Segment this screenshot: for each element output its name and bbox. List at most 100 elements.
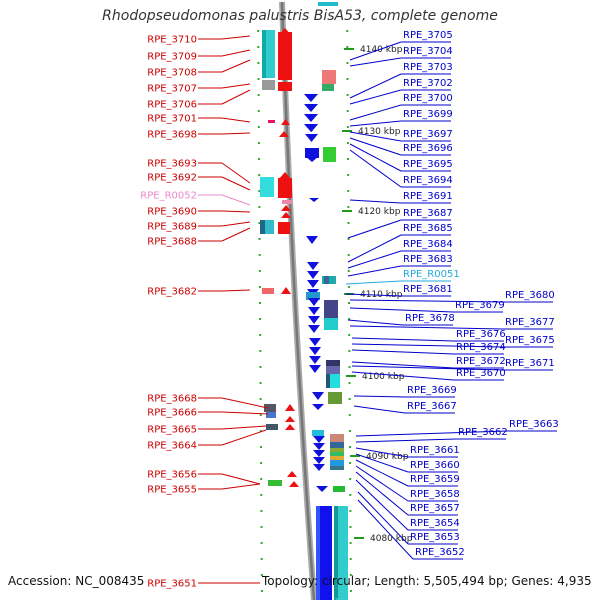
scale-tick-right — [346, 30, 349, 32]
gene-block — [268, 120, 275, 123]
gene-block — [330, 448, 344, 452]
leader-line — [349, 104, 402, 121]
gene-arrow-down — [304, 104, 318, 112]
scale-tick-right — [347, 222, 350, 224]
gene-arrow-down — [307, 271, 319, 279]
scale-tick-left — [260, 462, 263, 464]
gene-arrow-down — [308, 298, 320, 306]
scale-tick-right — [349, 510, 352, 512]
gene-label-right: RPE_3652 — [415, 547, 465, 558]
scale-tick-right — [347, 190, 350, 192]
gene-arrow-up — [278, 56, 292, 66]
scale-label: 4090 kbp — [366, 452, 409, 462]
gene-block — [333, 486, 345, 492]
gene-block — [312, 430, 324, 436]
gene-label-right: RPE_3659 — [410, 474, 460, 485]
scale-tick-left — [258, 254, 261, 256]
scale-tick-left — [260, 494, 263, 496]
genome-title: Rhodopseudomonas palustris BisA53, compl… — [102, 8, 498, 24]
gene-arrow-down — [316, 486, 328, 492]
gene-arrow-down — [309, 356, 321, 364]
gene-label-right: RPE_3699 — [403, 109, 453, 120]
leader-line — [355, 430, 508, 437]
leader-line — [351, 361, 455, 369]
gene-block — [330, 442, 344, 448]
gene-arrow-down — [309, 347, 321, 355]
gene-block — [278, 222, 290, 234]
leader-line — [221, 89, 251, 105]
gene-arrow-down — [313, 450, 325, 457]
gene-arrow-down — [308, 307, 320, 315]
leader-line — [355, 465, 409, 502]
gene-block — [322, 84, 334, 91]
leader-line — [221, 194, 251, 206]
scale-tick-left — [260, 542, 263, 544]
gene-arrow-down — [313, 436, 325, 443]
accession-text: Accession: NC_008435 — [8, 574, 145, 588]
leader-line — [221, 221, 251, 227]
gene-arrow-down — [313, 443, 325, 450]
gene-block — [262, 288, 274, 294]
scale-tick-right — [349, 494, 352, 496]
gene-arrow-down — [309, 198, 319, 202]
gene-label-right: RPE_3678 — [405, 313, 455, 324]
gene-block — [330, 466, 344, 470]
gene-block-shade — [334, 506, 338, 600]
scale-tick-right — [349, 590, 352, 592]
gene-label-right: RPE_3669 — [407, 385, 457, 396]
gene-label-right: RPE_3674 — [456, 342, 506, 353]
leader-line — [351, 343, 504, 348]
gene-arrow-down — [306, 236, 318, 244]
gene-label-left: RPE_3688 — [147, 237, 197, 248]
gene-label-right: RPE_3696 — [403, 143, 453, 154]
scale-label: 4080 kbp — [370, 534, 413, 544]
scale-tick-left — [258, 206, 261, 208]
scale-tick-left — [257, 62, 260, 64]
scale-tick-right — [346, 78, 349, 80]
gene-label-right: RPE_3660 — [410, 460, 460, 471]
gene-block-shade — [324, 276, 329, 284]
gene-arrow-up — [278, 42, 292, 50]
scale-tick-right — [348, 398, 351, 400]
gene-arrow-down — [308, 316, 320, 324]
leader-line — [355, 438, 457, 443]
scale-tick-right — [348, 350, 351, 352]
gene-label-left: RPE_3689 — [147, 222, 197, 233]
leader-line — [221, 210, 251, 213]
gene-label-right: RPE_3653 — [410, 532, 460, 543]
scale-tick-left — [257, 94, 260, 96]
gene-arrow-up — [285, 424, 295, 430]
scale-tick-left — [259, 398, 262, 400]
leader-line — [355, 479, 409, 531]
leader-line — [221, 83, 251, 89]
gene-arrow-up — [285, 416, 295, 422]
gene-block-shade — [316, 506, 320, 600]
gene-block — [318, 2, 338, 6]
gene-arrow-down — [312, 404, 324, 410]
gene-label-right: RPE_R0051 — [403, 269, 460, 280]
scale-tick-left — [259, 430, 262, 432]
gene-label-left: RPE_R0052 — [140, 191, 197, 202]
gene-arrow-down — [308, 325, 320, 333]
scale-tick-left — [260, 574, 263, 576]
scale-tick-right — [347, 158, 350, 160]
gene-label-right: RPE_3694 — [403, 175, 453, 186]
leader-line — [349, 299, 504, 303]
gene-block-shade — [326, 374, 330, 388]
gene-block-shade — [260, 220, 265, 234]
leader-line — [351, 349, 455, 355]
scale-tick-left — [259, 334, 262, 336]
leader-line — [349, 149, 402, 188]
scale-label: 4100 kbp — [362, 372, 405, 382]
gene-label-right: RPE_3687 — [403, 208, 453, 219]
leader-line — [221, 117, 251, 123]
leader-line — [221, 59, 251, 73]
scale-tick-right — [348, 430, 351, 432]
leader-line — [357, 499, 414, 560]
gene-label-left: RPE_3666 — [147, 408, 197, 419]
gene-block — [262, 80, 275, 90]
scale-tick-left — [260, 526, 263, 528]
scale-tick-right — [348, 334, 351, 336]
scale-tick-left — [258, 174, 261, 176]
